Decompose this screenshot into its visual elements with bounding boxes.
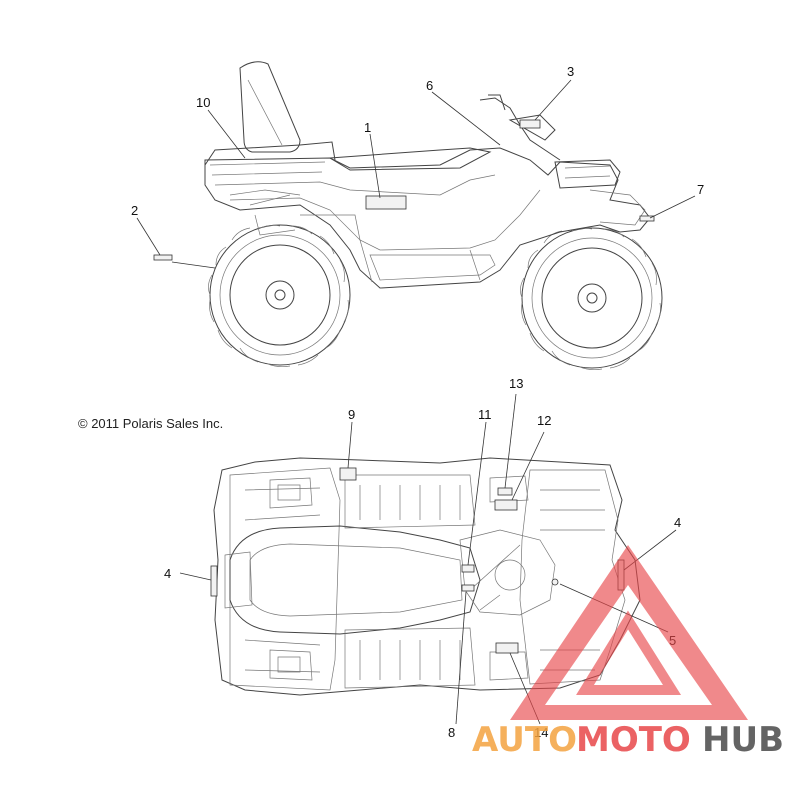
callout-9: 9 — [348, 407, 355, 422]
decal-1 — [365, 195, 407, 210]
callout-10: 10 — [196, 95, 210, 110]
logo-text-moto: MOTO — [576, 720, 691, 760]
callout-1: 1 — [364, 120, 371, 135]
copyright-text: © 2011 Polaris Sales Inc. — [78, 416, 224, 431]
callout-4-front: 4 — [674, 515, 681, 530]
decal-4-rear — [210, 565, 218, 597]
callout-2: 2 — [131, 203, 138, 218]
decal-8 — [461, 584, 475, 592]
atv-side-view — [153, 61, 663, 371]
side-leader-lines — [136, 79, 696, 269]
callout-14: 14 — [534, 725, 548, 740]
decal-14 — [495, 642, 519, 654]
callout-8: 8 — [448, 725, 455, 740]
callout-7: 7 — [697, 182, 704, 197]
rear-wheel — [208, 224, 351, 368]
callout-13: 13 — [509, 376, 523, 391]
decal-12 — [494, 499, 518, 511]
decal-11 — [461, 564, 475, 573]
decal-5 — [551, 578, 559, 586]
front-wheel — [520, 227, 663, 371]
decal-9 — [339, 467, 357, 481]
callout-6: 6 — [426, 78, 433, 93]
automotohub-logo: AUTO MOTO HUB — [472, 545, 784, 760]
logo-text-hub: HUB — [702, 720, 784, 760]
decal-2 — [153, 254, 173, 261]
decal-13 — [497, 487, 513, 496]
callout-12: 12 — [537, 413, 551, 428]
callout-4-rear: 4 — [164, 566, 171, 581]
callout-3: 3 — [567, 64, 574, 79]
logo-text-auto: AUTO — [472, 720, 577, 760]
decal-7 — [639, 215, 655, 222]
callout-11: 11 — [478, 407, 492, 422]
decal-3 — [519, 119, 541, 129]
